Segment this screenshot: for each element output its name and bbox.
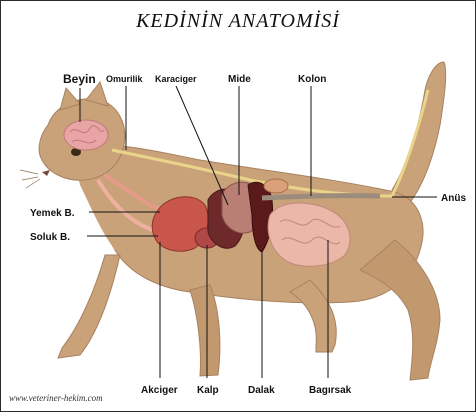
cat-tail [392, 62, 446, 210]
label-beyin: Beyin [63, 72, 96, 86]
label-soluk: Soluk B. [30, 232, 70, 243]
label-kolon: Kolon [298, 74, 326, 85]
watermark: www.veteriner-hekim.com [9, 393, 103, 403]
cat-nose [42, 170, 50, 176]
label-mide: Mide [228, 74, 251, 85]
cat-front-leg-near [58, 255, 120, 358]
brain [64, 120, 108, 150]
label-yemek: Yemek B. [30, 208, 75, 219]
label-omurilik: Omurilik [106, 74, 144, 84]
label-anus: Anüs [441, 193, 466, 204]
cat-back-leg [360, 240, 440, 380]
label-akciger: Akciger [141, 385, 178, 396]
kidney [264, 179, 288, 193]
cat-front-leg-far [190, 285, 220, 376]
label-karaciger: Karaciger [155, 74, 197, 84]
label-dalak: Dalak [248, 385, 275, 396]
label-bagirsak: Bagırsak [309, 385, 352, 396]
label-kalp: Kalp [197, 385, 219, 396]
cat-whiskers [20, 170, 40, 188]
colon [262, 196, 380, 198]
